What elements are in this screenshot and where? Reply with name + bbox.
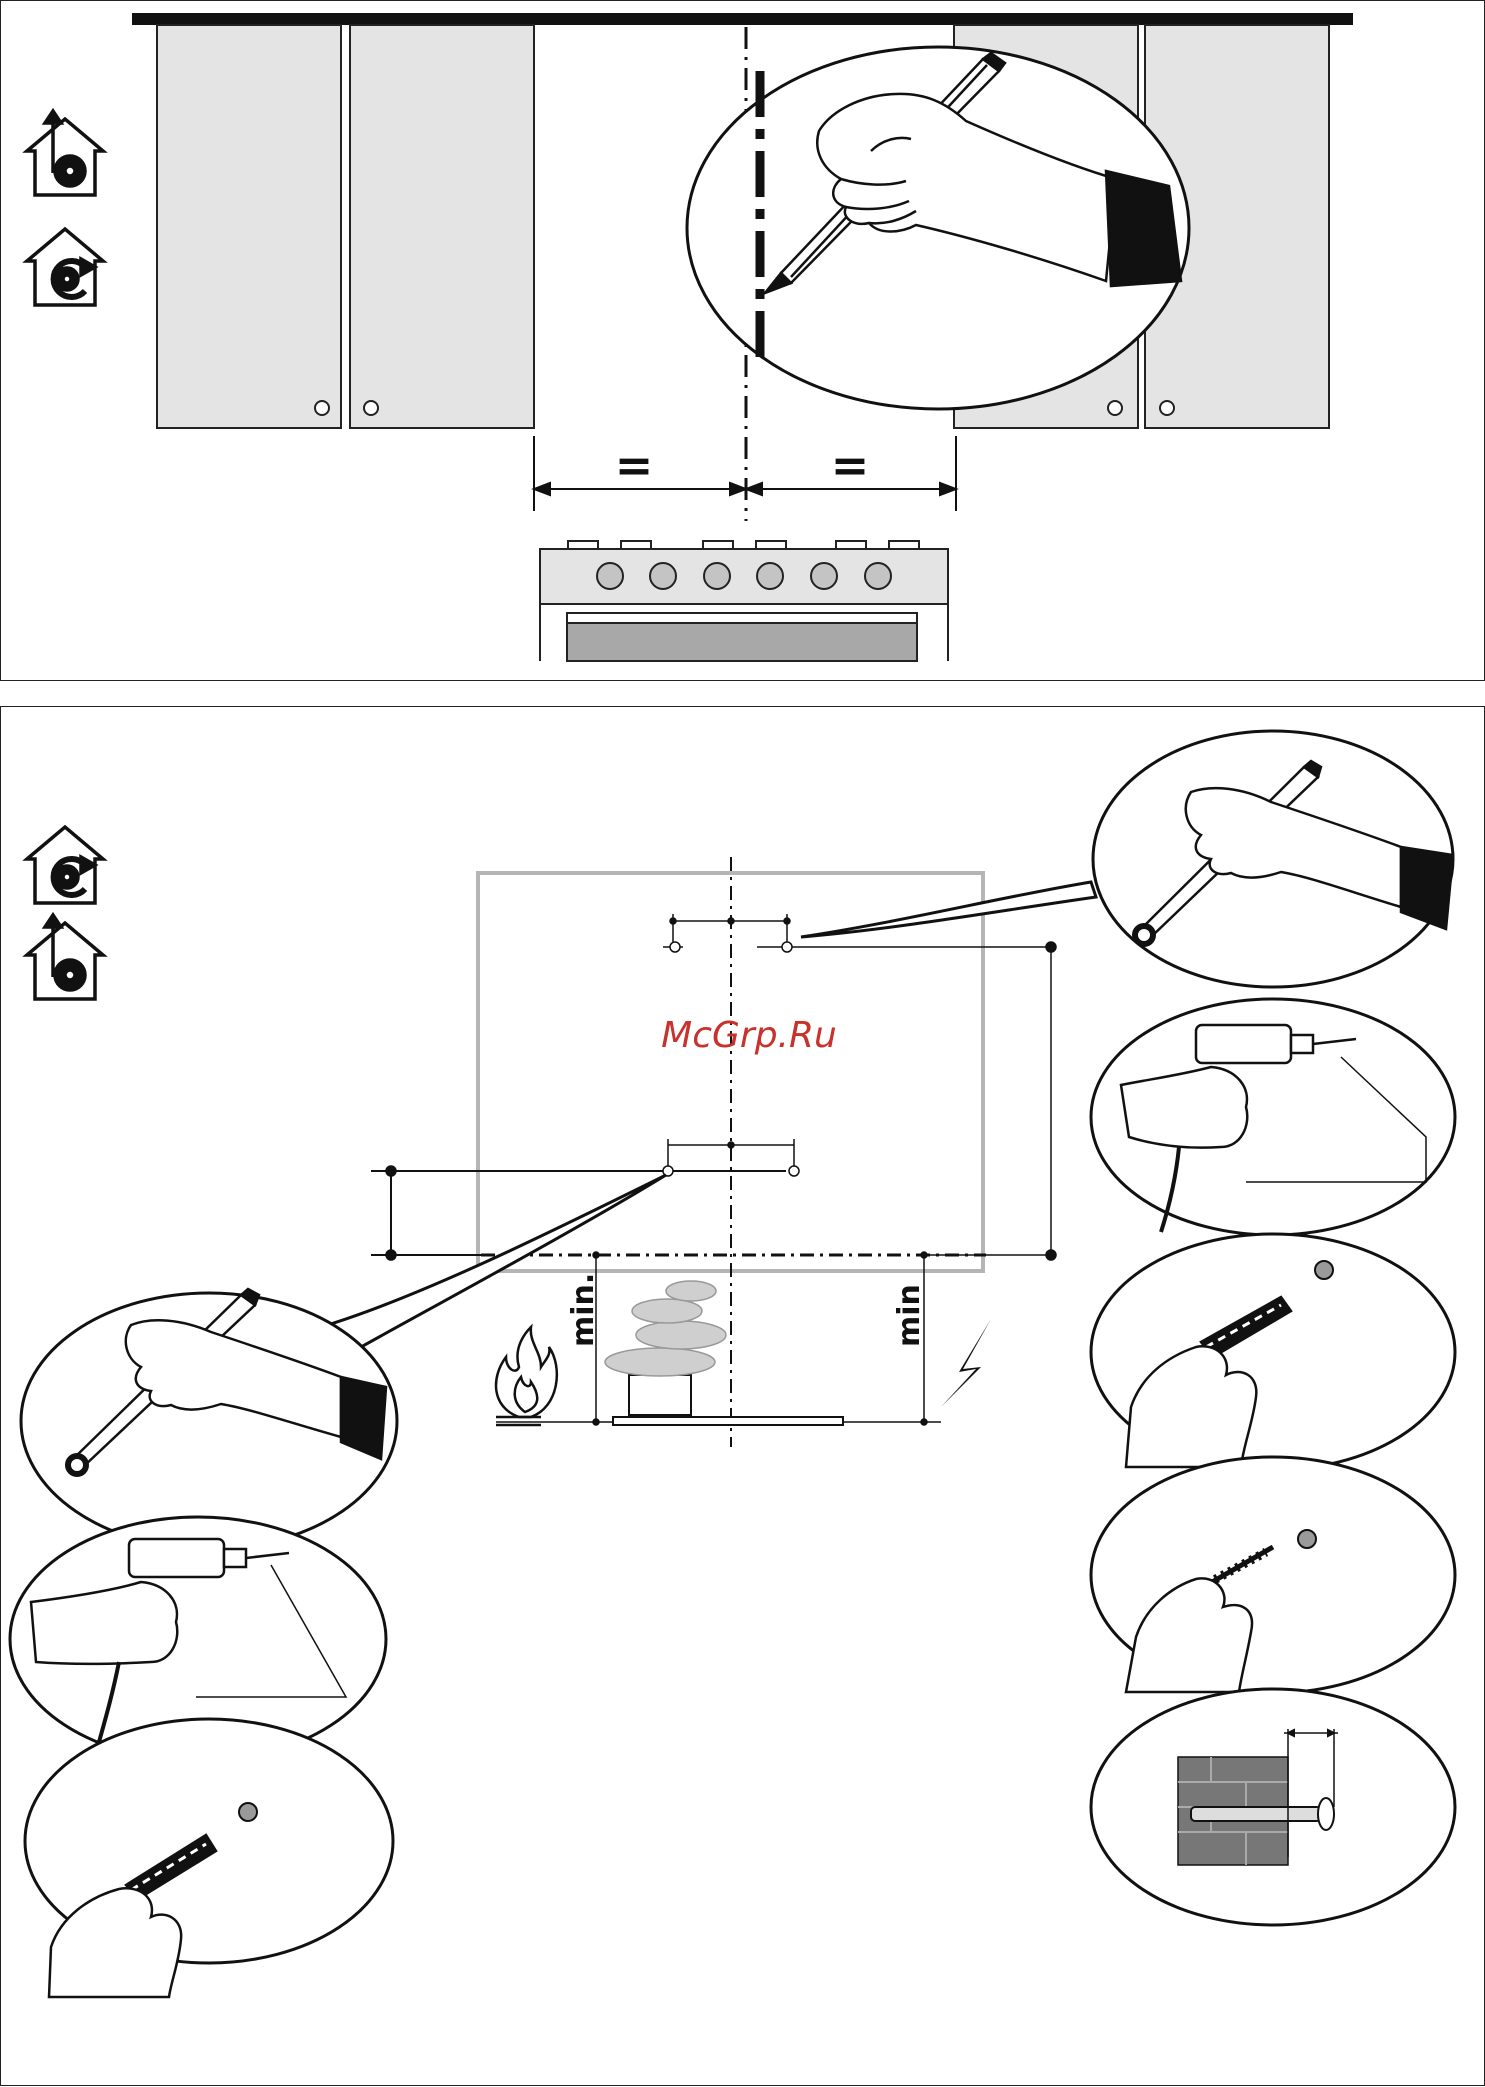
step-mark-lower	[21, 1289, 397, 1549]
equal-sign-left: =	[615, 438, 654, 492]
min-label-gas: min.	[566, 1273, 601, 1347]
ducted-extraction-icon	[27, 915, 103, 999]
recirculation-icon	[27, 827, 103, 903]
step-drill-right	[1091, 999, 1455, 1235]
cooker	[540, 541, 948, 661]
marking-detail-magnifier	[687, 47, 1189, 409]
top-panel: = =	[0, 0, 1485, 681]
lower-drill-marks	[371, 1139, 799, 1260]
step-mark-upper	[1093, 731, 1453, 987]
ceiling-bar	[132, 13, 1353, 25]
step-wall-plug-right	[1091, 1234, 1455, 1470]
left-cabinets	[157, 25, 534, 428]
equal-sign-right: =	[831, 438, 870, 492]
electric-bolt-icon	[941, 1319, 991, 1407]
bottom-panel: min. min McGrp.Ru	[0, 706, 1485, 2086]
bottom-diagram: min. min McGrp.Ru	[1, 707, 1484, 2085]
top-diagram: = =	[1, 1, 1484, 680]
step-wall-plug-left	[25, 1719, 393, 1997]
step-fix-right	[1091, 1689, 1455, 1925]
ducted-extraction-icon	[27, 111, 103, 195]
gas-flame-icon	[496, 1327, 557, 1425]
step-screw-right	[1091, 1457, 1455, 1693]
min-label-electric: min	[892, 1284, 927, 1347]
hob	[613, 1375, 843, 1425]
upper-drill-marks	[663, 914, 1056, 1260]
callout-pointers	[321, 882, 1096, 1347]
watermark: McGrp.Ru	[661, 1015, 837, 1056]
recirculation-icon	[27, 229, 103, 305]
steam	[605, 1281, 726, 1376]
